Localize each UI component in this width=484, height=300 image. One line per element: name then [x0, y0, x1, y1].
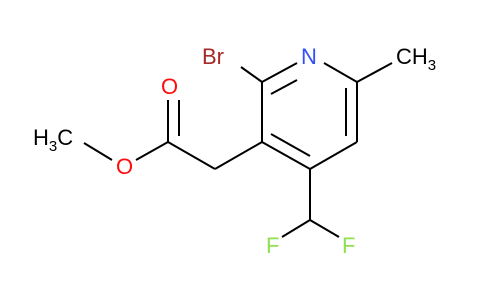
bond-ch2-carbonyl — [167, 141, 216, 170]
methyl-sub: 3 — [428, 57, 436, 74]
bond-chf2-f-right — [309, 219, 340, 238]
bond-oester-methyl — [83, 142, 113, 161]
bond-c2-n — [261, 62, 298, 83]
atom-oxygen-ester: O — [116, 154, 133, 179]
bond-c2-br — [240, 66, 263, 83]
methyl-ch: CH — [396, 44, 428, 69]
atom-fluorine-left: F — [266, 233, 279, 258]
bond-carbonyl-oester — [135, 141, 169, 161]
atom-bromine: Br — [202, 44, 224, 69]
methyl-sub-left: 3 — [49, 138, 57, 155]
bond-c3-ch2 — [214, 141, 263, 170]
atom-oxygen-carbonyl: O — [161, 74, 178, 99]
methyl-h: H — [33, 125, 49, 150]
bond-chf2-f-left — [281, 219, 311, 238]
methyl-label-left: H3C — [33, 125, 73, 155]
bond-c5-c4 — [309, 141, 358, 170]
methyl-label-right: CH3 — [396, 44, 436, 74]
bond-c6-methyl — [356, 62, 393, 83]
methyl-c: C — [57, 125, 73, 150]
atom-fluorine-right: F — [342, 233, 355, 258]
bond-n-c6 — [323, 62, 358, 83]
bond-c4-c3 — [261, 141, 311, 170]
atom-nitrogen: N — [301, 44, 317, 69]
bond-c2-n-double — [270, 79, 298, 95]
bond-c4-c3-double — [270, 133, 311, 157]
